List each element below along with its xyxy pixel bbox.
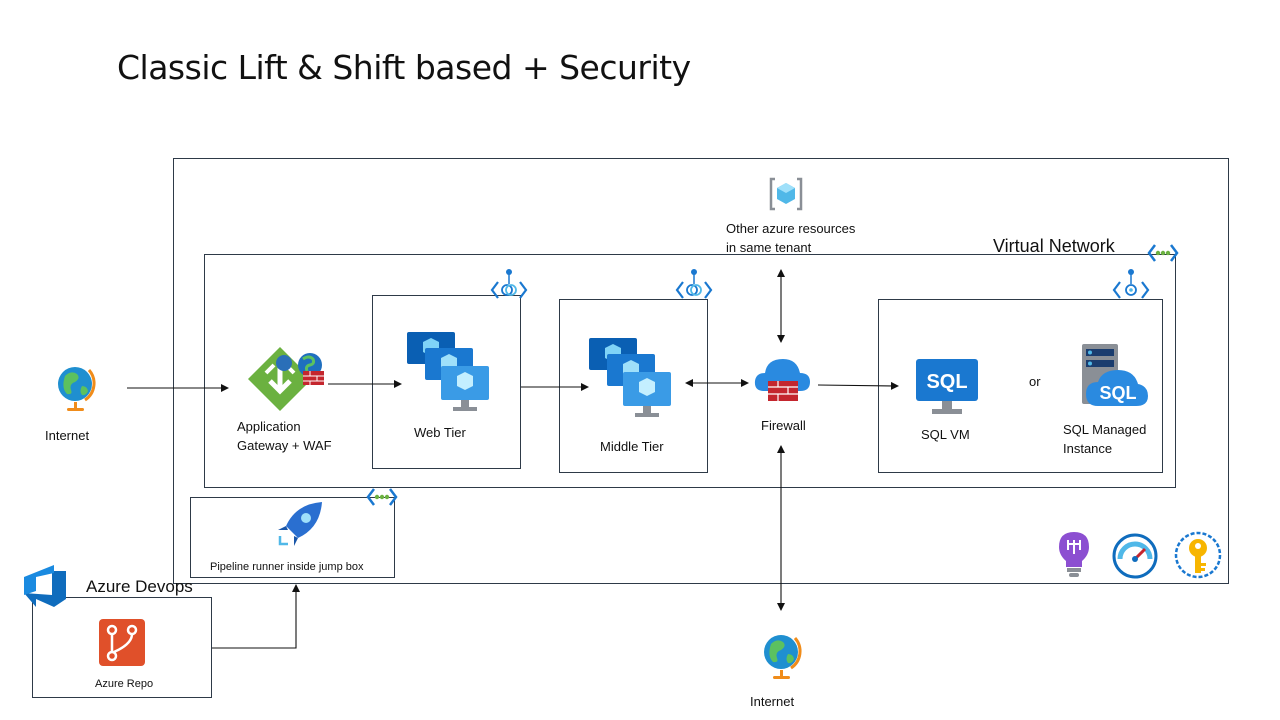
- monitor-gauge-icon: [1112, 533, 1158, 579]
- arrow-repo-runner: [212, 584, 300, 649]
- other-resources-label: Other azure resources in same tenant: [726, 221, 856, 255]
- virtual-network-box: [204, 254, 1176, 488]
- virtual-network-label: Virtual Network: [993, 236, 1115, 256]
- app-gateway-label: Application Gateway + WAF: [237, 419, 332, 453]
- globe-icon: [764, 635, 802, 679]
- firewall-icon: [754, 359, 810, 401]
- web-tier-subnet: [372, 295, 521, 469]
- middle-tier-label: Middle Tier: [600, 439, 664, 454]
- or-label: or: [1029, 374, 1041, 389]
- sql-vm-icon-text: SQL: [926, 371, 967, 393]
- pipelines-rocket-icon: [278, 502, 322, 546]
- sql-mi-label: SQL Managed Instance: [1063, 422, 1147, 456]
- firewall-label: Firewall: [761, 418, 806, 433]
- private-endpoint-icon: [490, 269, 528, 299]
- internet-bottom-label: Internet: [750, 694, 795, 709]
- azure-devops-label: Azure Devops: [86, 577, 193, 596]
- private-endpoint-icon: [1112, 269, 1150, 299]
- azure-repos-icon: [99, 619, 145, 666]
- sql-mi-icon-text: SQL: [1099, 383, 1136, 403]
- globe-icon: [58, 367, 96, 411]
- arrow-firewall-sql: [817, 381, 899, 390]
- private-endpoint-icon: [675, 269, 713, 299]
- virtual-network-icon: [366, 488, 398, 506]
- resource-group-icon: [769, 177, 803, 211]
- pipeline-runner-label: Pipeline runner inside jump box: [210, 561, 364, 573]
- web-tier-label: Web Tier: [414, 425, 466, 440]
- key-vault-icon: [1174, 531, 1222, 579]
- virtual-machine-stack-icon: [589, 338, 671, 417]
- sql-vm-label: SQL VM: [921, 427, 970, 442]
- sql-managed-instance-icon: SQL: [1082, 344, 1148, 406]
- application-gateway-icon: [248, 347, 324, 411]
- azure-devops-icon: [24, 565, 66, 607]
- subscription-boundary: [173, 158, 1229, 584]
- sql-vm-icon: SQL: [916, 359, 978, 414]
- internet-left-label: Internet: [45, 428, 90, 443]
- lightbulb-icon: [1059, 532, 1089, 577]
- page-title: Classic Lift & Shift based + Security: [117, 48, 691, 87]
- virtual-network-icon: [1147, 244, 1179, 262]
- azure-devops-box: [32, 597, 212, 698]
- jump-box: [190, 497, 395, 578]
- azure-repo-label: Azure Repo: [95, 678, 154, 690]
- virtual-machine-stack-icon: [407, 332, 489, 411]
